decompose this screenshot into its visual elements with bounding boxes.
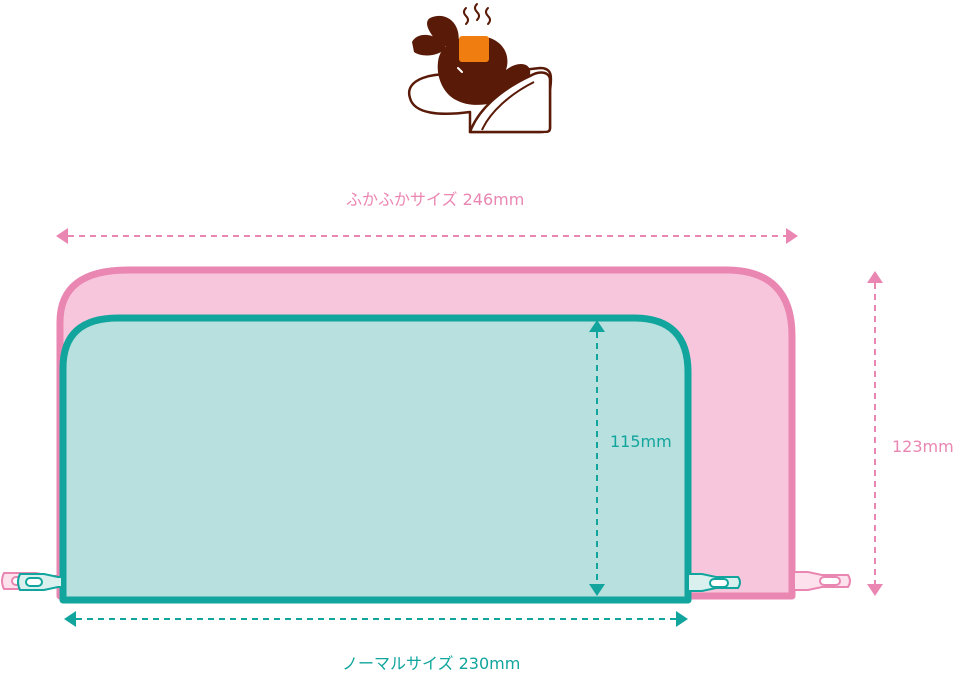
normal-size-width-label: ノーマルサイズ 230mm	[342, 654, 521, 673]
normal-size-height-label: 115mm	[610, 432, 672, 451]
rabbit-resting-on-pillow-icon	[407, 3, 553, 134]
normal-height-arrow	[589, 320, 605, 596]
zipper-pull-icon	[17, 573, 63, 591]
fluffy-width-arrow	[56, 228, 798, 244]
normal-width-arrow	[64, 611, 688, 627]
fluffy-height-arrow	[867, 271, 883, 596]
zipper-pull-icon	[687, 573, 741, 592]
fluffy-size-height-label: 123mm	[892, 437, 954, 456]
normal-size-pouch	[59, 314, 692, 604]
zipper-pull-icon	[793, 571, 851, 591]
fluffy-size-width-label: ふかふかサイズ 246mm	[346, 190, 525, 209]
